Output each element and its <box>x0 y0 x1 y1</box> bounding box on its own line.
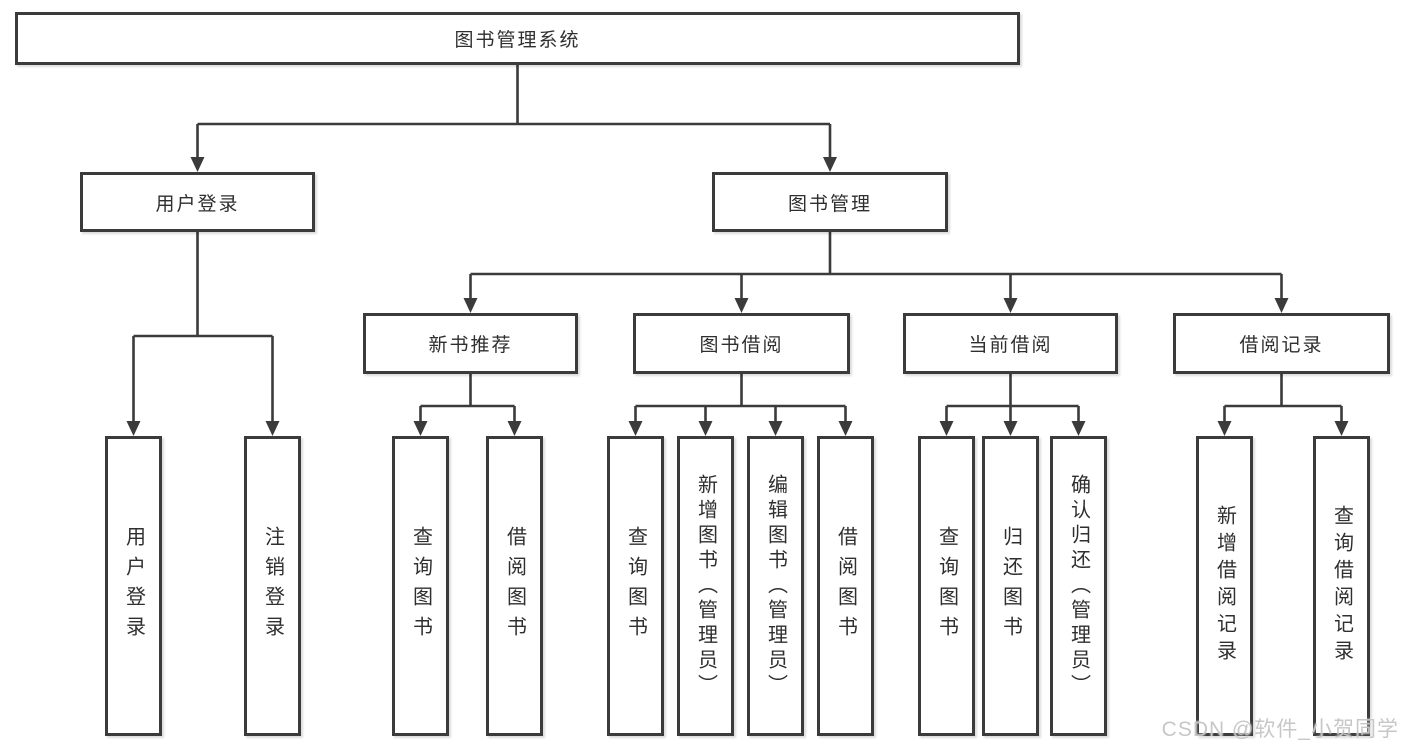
connector-userlogin-to-leaves <box>126 232 280 436</box>
leaf-borrow-books-recommend: 借阅图书 <box>486 436 543 736</box>
node-label: 用户登录 <box>122 526 145 646</box>
connector-borrowrecord-to-leaves <box>1217 374 1349 436</box>
node-label: 当前借阅 <box>968 335 1053 356</box>
node-label: 注销登录 <box>261 526 284 646</box>
connector-currentborrow-to-leaves <box>939 374 1086 436</box>
csdn-watermark: CSDN @软件_小贺同学 <box>1161 718 1399 741</box>
leaf-query-borrow-record: 查询借阅记录 <box>1313 436 1370 736</box>
node-label: 借阅图书 <box>834 526 857 646</box>
node-label: 查询借阅记录 <box>1330 505 1353 667</box>
connector-bookmgmt-to-level3 <box>463 232 1289 313</box>
node-label: 图书管理系统 <box>454 30 581 51</box>
leaf-user-login: 用户登录 <box>105 436 162 736</box>
node-book-management: 图书管理 <box>712 172 948 232</box>
node-label: 编辑图书（管理员） <box>764 473 787 699</box>
node-label: 用户登录 <box>155 193 240 215</box>
node-label: 图书借阅 <box>699 335 784 356</box>
leaf-logout: 注销登录 <box>244 436 301 736</box>
node-label: 新增借阅记录 <box>1213 505 1236 667</box>
node-new-book-recommend: 新书推荐 <box>363 313 578 374</box>
node-label: 确认归还（管理员） <box>1067 473 1090 699</box>
node-book-management-system: 图书管理系统 <box>15 12 1020 65</box>
node-current-borrow: 当前借阅 <box>903 313 1118 374</box>
leaf-query-books-current: 查询图书 <box>918 436 975 736</box>
node-label: 图书管理 <box>787 193 872 215</box>
node-label: 借阅图书 <box>503 526 526 646</box>
node-label: 查询图书 <box>409 526 432 646</box>
node-label: 新增图书（管理员） <box>694 473 717 699</box>
leaf-add-books-admin: 新增图书（管理员） <box>677 436 734 736</box>
leaf-borrow-books: 借阅图书 <box>817 436 874 736</box>
leaf-edit-books-admin: 编辑图书（管理员） <box>747 436 804 736</box>
node-book-borrow: 图书借阅 <box>633 313 850 374</box>
node-borrow-record: 借阅记录 <box>1173 313 1390 374</box>
leaf-confirm-return-admin: 确认归还（管理员） <box>1050 436 1107 736</box>
node-user-login: 用户登录 <box>80 172 315 232</box>
connector-newbook-to-leaves <box>413 374 522 436</box>
node-label: 借阅记录 <box>1239 335 1324 356</box>
leaf-query-books-borrow: 查询图书 <box>607 436 664 736</box>
connector-root-to-level2 <box>190 65 837 172</box>
leaf-return-books: 归还图书 <box>982 436 1039 736</box>
node-label: 查询图书 <box>624 526 647 646</box>
node-label: 新书推荐 <box>428 335 513 356</box>
connector-bookborrow-to-leaves <box>628 374 853 436</box>
node-label: 查询图书 <box>935 526 958 646</box>
leaf-add-borrow-record: 新增借阅记录 <box>1196 436 1253 736</box>
node-label: 归还图书 <box>999 526 1022 646</box>
leaf-query-books-recommend: 查询图书 <box>392 436 449 736</box>
